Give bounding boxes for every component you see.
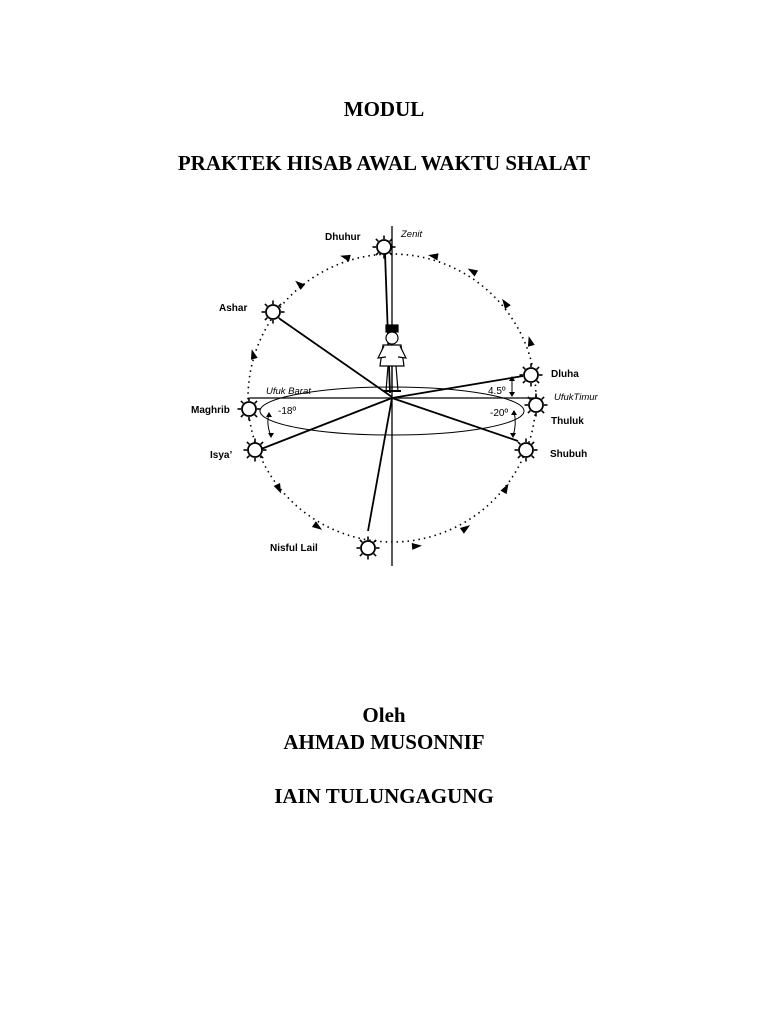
sun-icon <box>518 362 544 388</box>
east-horizon-label: UfukTimur <box>554 392 599 403</box>
isya-angle-label: -18º <box>278 406 296 417</box>
sun-icon <box>236 396 262 422</box>
isya-label: Isya’ <box>210 450 232 461</box>
by-label: Oleh <box>362 703 406 727</box>
zenith-label: Zenit <box>400 229 422 240</box>
maghrib-label: Maghrib <box>191 405 230 416</box>
shubuh-angle-label: -20º <box>490 408 508 419</box>
dhuhur-label: Dhuhur <box>325 232 361 243</box>
institution-name: IAIN TULUNGAGUNG <box>274 784 494 808</box>
ashar-label: Ashar <box>219 303 247 314</box>
sun-rays <box>255 252 524 532</box>
sun-icon <box>355 535 381 561</box>
nisful-lail-label: Nisful Lail <box>270 543 318 554</box>
sun-icon <box>371 234 397 260</box>
person-icon <box>376 324 408 392</box>
sun-icon <box>523 392 549 418</box>
author-name: AHMAD MUSONNIF <box>283 730 485 754</box>
module-title: MODUL <box>343 97 425 121</box>
shubuh-label: Shubuh <box>550 449 587 460</box>
dluha-label: Dluha <box>551 369 579 380</box>
module-subtitle: PRAKTEK HISAB AWAL WAKTU SHALAT <box>177 151 591 175</box>
sun-icon <box>260 299 286 325</box>
west-horizon-label: Ufuk Barat <box>266 386 311 397</box>
dluha-angle-label: 4.5º <box>488 386 506 397</box>
sun-icon <box>242 437 268 463</box>
sun-icon <box>513 437 539 463</box>
thuluk-label: Thuluk <box>551 416 584 427</box>
